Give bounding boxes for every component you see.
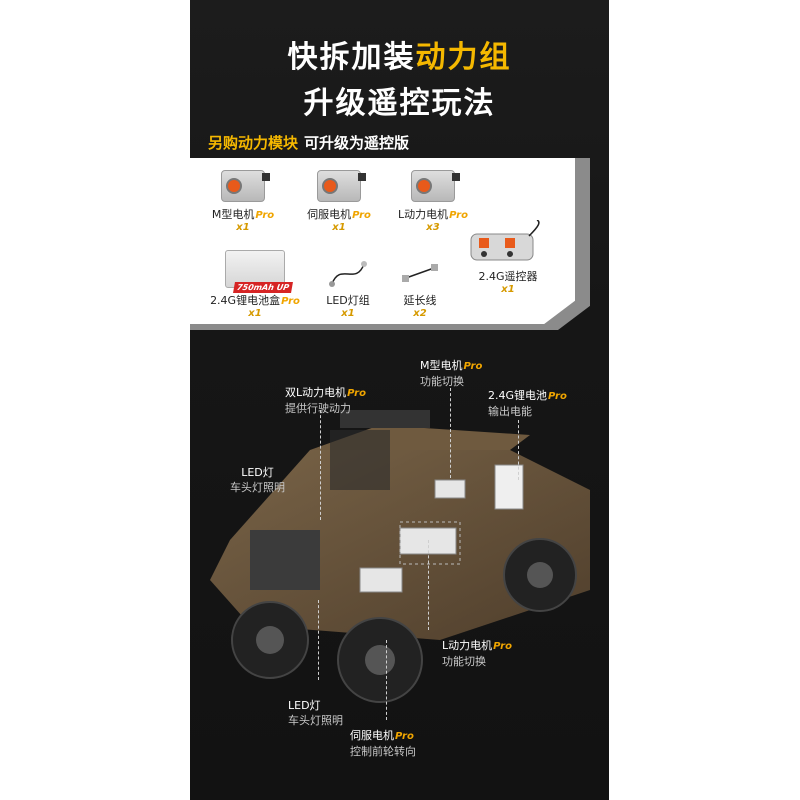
part-name: M型电机: [211, 208, 255, 221]
part-qty: x2: [413, 308, 427, 319]
pro-badge: Pro: [449, 210, 468, 221]
headline-line1: 快拆加装动力组: [190, 32, 609, 76]
servo-motor-image: [317, 170, 366, 202]
part-servo-motor: 伺服电机Pro x1: [300, 170, 378, 233]
callout-dual-l-motor: 双L动力电机Pro 提供行驶动力: [285, 386, 366, 415]
part-remote: 2.4G遥控器 x1: [458, 219, 558, 295]
led-cable-image: [328, 258, 368, 288]
pro-badge: Pro: [352, 210, 371, 221]
callout-servo-motor: 伺服电机Pro 控制前轮转向: [350, 729, 416, 758]
callout-line: [386, 640, 387, 720]
subheader-accent: 另购动力模块: [208, 134, 299, 152]
subheader-rest: 可升级为遥控版: [304, 134, 410, 152]
callout-line: [320, 410, 321, 520]
callout-led-bottom: LED灯 车头灯照明: [288, 699, 343, 727]
battery-box-image: 750mAh UP: [225, 250, 293, 293]
part-qty: x3: [426, 222, 440, 233]
part-battery-box: 750mAh UP 2.4G锂电池盒Pro x1: [200, 250, 310, 319]
callout-l-motor: L动力电机Pro 功能切换: [442, 639, 512, 668]
m-motor-image: [221, 170, 270, 202]
part-led-set: LED灯组 x1: [318, 258, 378, 319]
capacity-tag: 750mAh UP: [232, 282, 293, 293]
part-qty: x1: [236, 222, 250, 233]
remote-image: [469, 219, 547, 264]
part-name: 延长线: [403, 294, 437, 307]
parts-box: M型电机Pro x1 伺服电机Pro x1 L动力电机Pro x3 750mAh…: [190, 158, 575, 324]
part-name: LED灯组: [326, 294, 370, 307]
callout-line: [318, 600, 319, 680]
product-panel: 快拆加装动力组 升级遥控玩法 另购动力模块可升级为遥控版 M型电机Pro x1 …: [190, 0, 609, 800]
part-qty: x1: [501, 284, 515, 295]
callout-led-top: LED灯 车头灯照明: [230, 466, 285, 494]
part-name: L动力电机: [398, 208, 449, 221]
vehicle-area: M型电机Pro 功能切换 双L动力电机Pro 提供行驶动力 2.4G锂电池Pro…: [190, 340, 609, 800]
part-extension-cable: 延长线 x2: [390, 258, 450, 319]
callout-line: [450, 388, 451, 478]
l-motor-image: [411, 170, 460, 202]
headline-line2: 升级遥控玩法: [303, 86, 496, 121]
part-name: 伺服电机: [307, 208, 352, 221]
vehicle-illustration: [210, 410, 590, 703]
part-name: 2.4G遥控器: [478, 270, 538, 283]
callout-battery: 2.4G锂电池Pro 输出电能: [488, 389, 567, 418]
part-name: 2.4G锂电池盒: [210, 294, 281, 307]
headline-accent: 动力组: [415, 40, 512, 75]
callout-m-motor: M型电机Pro 功能切换: [420, 359, 483, 388]
headline-white: 快拆加装: [287, 40, 416, 75]
part-qty: x1: [341, 308, 355, 319]
extension-cable-image: [400, 258, 440, 288]
callout-line: [428, 540, 429, 630]
callout-line: [518, 420, 519, 480]
part-m-motor: M型电机Pro x1: [208, 170, 278, 233]
part-qty: x1: [248, 308, 262, 319]
subheader: 另购动力模块可升级为遥控版: [208, 132, 409, 153]
pro-badge: Pro: [281, 296, 300, 307]
part-qty: x1: [332, 222, 346, 233]
part-l-motor: L动力电机Pro x3: [390, 170, 476, 233]
pro-badge: Pro: [255, 210, 275, 221]
